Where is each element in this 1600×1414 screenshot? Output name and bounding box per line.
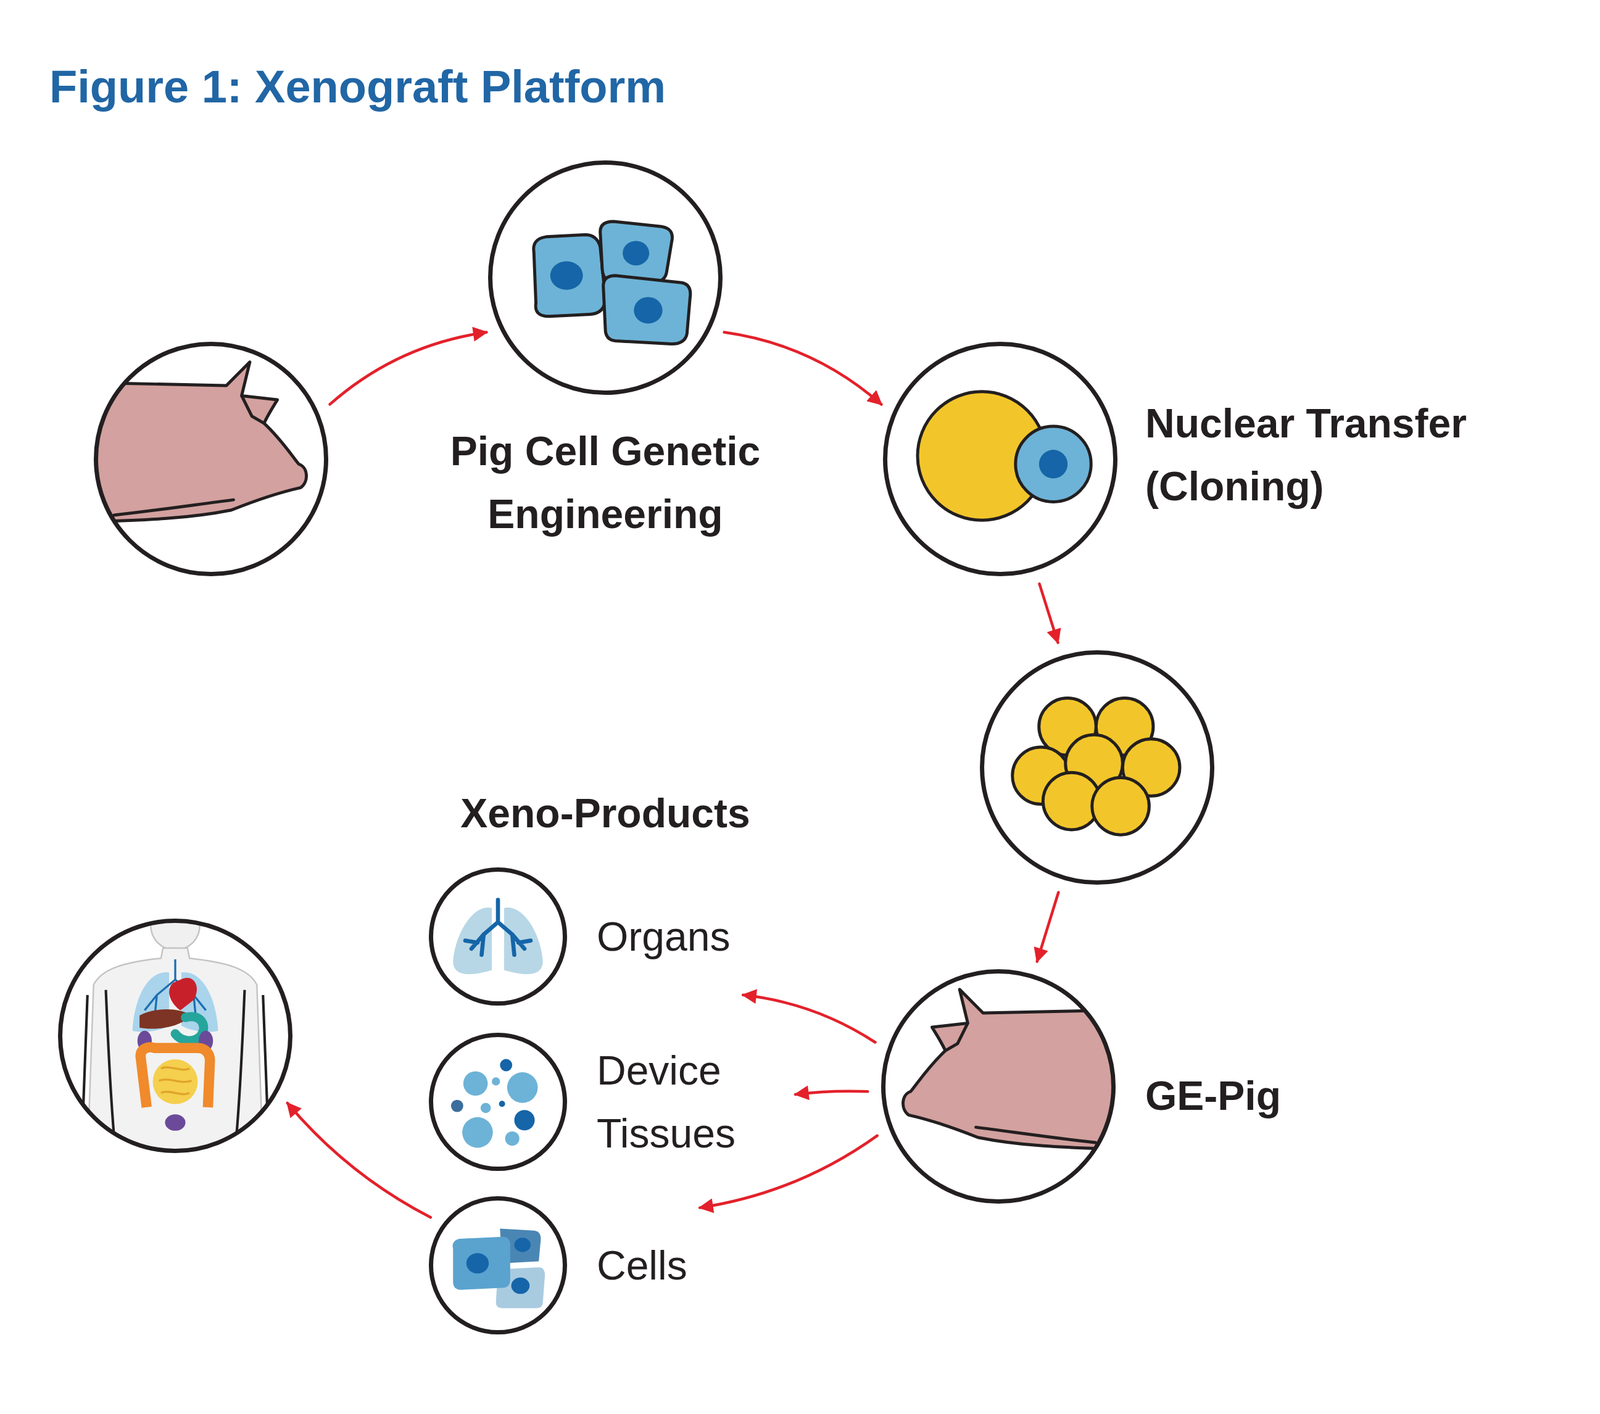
flow-arrow xyxy=(742,995,875,1043)
pig-source-circle xyxy=(93,341,329,577)
embryo-circle xyxy=(979,650,1215,885)
flow-arrow xyxy=(724,332,882,405)
figure-title: Figure 1: Xenograft Platform xyxy=(49,59,666,115)
small-cells-icon xyxy=(452,1228,546,1309)
product-label: Organs xyxy=(596,905,730,969)
product-label: Device Tissues xyxy=(596,1039,782,1165)
ge-pig-illustration xyxy=(902,989,1132,1151)
flow-arrow xyxy=(330,332,487,405)
flow-arrow xyxy=(1039,583,1059,643)
flow-arrow xyxy=(795,1091,868,1095)
step-label: Pig Cell Genetic Engineering xyxy=(383,419,828,546)
step-label: GE-Pig xyxy=(1145,1064,1491,1128)
organs-product: Organs xyxy=(428,867,730,1006)
tissue-dots-icon xyxy=(451,1059,539,1149)
embryo-illustration xyxy=(1012,698,1180,836)
human-recipient-circle xyxy=(58,918,293,1154)
step-label: Nuclear Transfer (Cloning) xyxy=(1145,391,1578,518)
ge-pig-circle: GE-Pig xyxy=(881,969,1116,1204)
pig-illustration xyxy=(78,362,307,523)
product-circle xyxy=(428,1196,568,1335)
cells-illustration xyxy=(533,221,691,344)
product-circle xyxy=(428,867,568,1006)
lungs-icon xyxy=(452,899,544,975)
flow-arrow xyxy=(287,1103,431,1218)
flow-arrow xyxy=(1037,892,1059,962)
device-tissues-product: Device Tissues xyxy=(428,1032,782,1172)
product-label: Cells xyxy=(596,1234,688,1298)
group-heading: Xeno-Products xyxy=(389,781,822,845)
engineering-circle: Pig Cell Genetic Engineering xyxy=(488,160,723,395)
cells-product: Cells xyxy=(428,1196,688,1335)
product-circle xyxy=(428,1032,568,1172)
human-body-illustration xyxy=(81,901,270,1159)
nuclear-transfer-illustration xyxy=(917,391,1091,521)
nuclear-transfer-circle: Nuclear Transfer (Cloning) xyxy=(882,341,1118,577)
